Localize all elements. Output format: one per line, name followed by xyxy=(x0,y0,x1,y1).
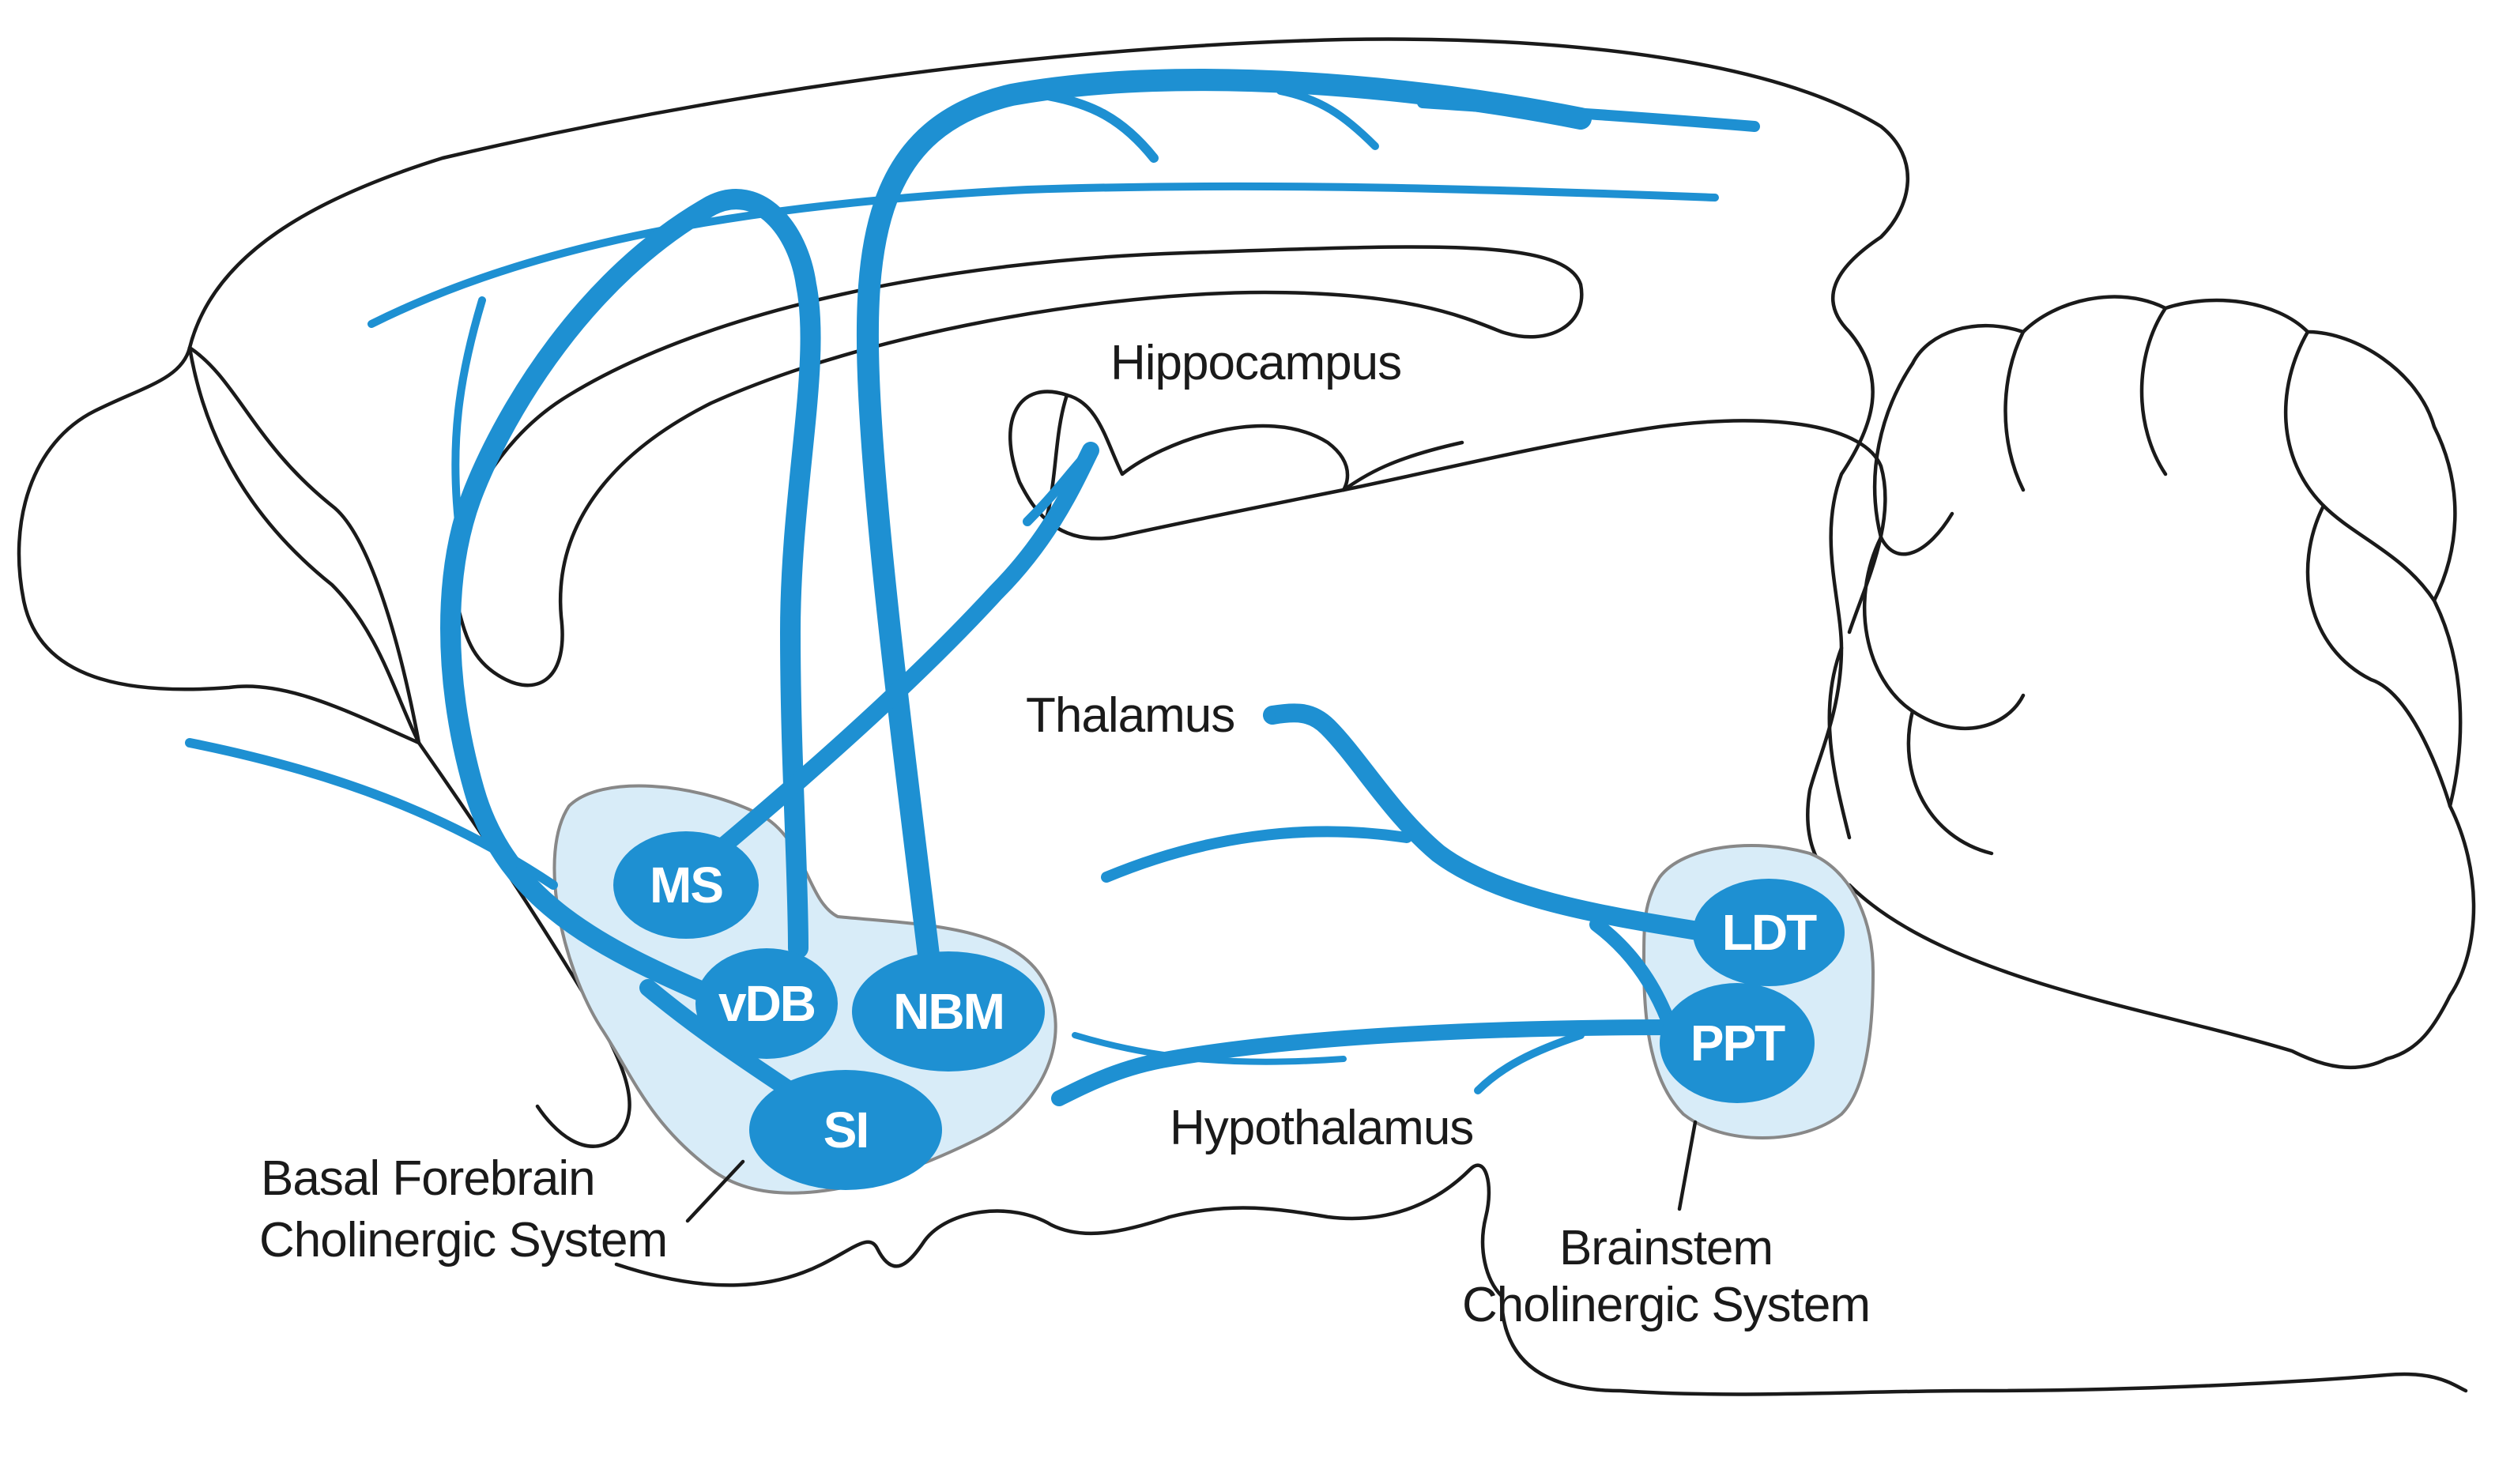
cerebellum-fold-1 xyxy=(1872,361,1954,556)
tract-nbm-frontal xyxy=(1417,97,1760,132)
brainstem-dorsal xyxy=(1827,646,1852,840)
nucleus-label-ldt: LDT xyxy=(1722,904,1817,961)
nucleus-label-nbm: NBM xyxy=(893,983,1004,1040)
olfactory-bulb xyxy=(187,345,421,745)
cholinergic-tracts xyxy=(185,69,1760,1106)
tract-nbm-branch-2 xyxy=(1276,87,1379,150)
tract-olfactory xyxy=(185,738,558,890)
nucleus-si xyxy=(749,1070,942,1190)
nuclei: MS vDB NBM SI LDT PPT xyxy=(613,831,1845,1190)
label-brainstem-line1: Brainstem xyxy=(1559,1221,1773,1275)
tract-ppt-thin xyxy=(1072,1032,1347,1065)
nucleus-vdb xyxy=(695,948,838,1059)
brainstem-ventral xyxy=(1499,1294,2468,1396)
cerebellum-fold-2 xyxy=(2003,330,2026,492)
label-basal-forebrain-line1: Basal Forebrain xyxy=(261,1151,595,1206)
cerebellum-fold-5 xyxy=(1862,535,2026,730)
nucleus-nbm xyxy=(852,951,1045,1072)
hippocampus-tail xyxy=(1341,440,1464,492)
nucleus-label-si: SI xyxy=(824,1102,868,1158)
label-brainstem-line2: Cholinergic System xyxy=(1462,1278,1870,1332)
nucleus-ms xyxy=(613,831,759,939)
tract-nbm-trunk xyxy=(856,69,1592,999)
tract-ppt-hypothalamus xyxy=(1474,1031,1585,1094)
tract-cortical-thin xyxy=(367,182,1719,328)
label-basal-forebrain-line2: Cholinergic System xyxy=(259,1213,667,1267)
region-labels: Hippocampus Thalamus Hypothalamus Basal … xyxy=(259,336,1871,1332)
cerebellum-fold-3 xyxy=(2139,306,2168,476)
basal-forebrain-leader xyxy=(685,1159,745,1223)
nucleus-label-vdb: vDB xyxy=(718,975,815,1032)
tract-left-ascending xyxy=(451,296,486,525)
tract-ldt-thalamus xyxy=(1263,703,1717,942)
tract-ldt-ppt xyxy=(1589,917,1675,1026)
nucleus-label-ppt: PPT xyxy=(1690,1015,1785,1072)
ventral-surface xyxy=(614,1163,1504,1298)
brain-outline xyxy=(17,37,2476,1396)
tract-nbm-branch-1 xyxy=(1038,90,1159,163)
corpus-callosum xyxy=(454,245,1584,687)
nucleus-label-ms: MS xyxy=(650,857,722,913)
cerebellum-fold-6 xyxy=(1906,709,1994,856)
label-hypothalamus: Hypothalamus xyxy=(1170,1101,1473,1155)
brain-main-outline xyxy=(17,37,1909,879)
tract-ms-hippocampus xyxy=(687,442,1099,878)
tract-ppt-forebrain xyxy=(1051,1019,1683,1106)
label-thalamus: Thalamus xyxy=(1026,688,1234,743)
brainstem-leader xyxy=(1677,1120,1698,1211)
cerebellum-fold-7 xyxy=(2305,503,2452,808)
cortex-inner-curve xyxy=(187,345,421,745)
nucleus-ldt xyxy=(1693,879,1845,986)
tract-ms-hippocampus-tip xyxy=(1023,446,1095,526)
tract-forebrain-cortex xyxy=(440,189,821,1006)
nucleus-ppt xyxy=(1660,983,1815,1103)
label-hippocampus: Hippocampus xyxy=(1110,336,1401,390)
leader-lines xyxy=(685,1120,1698,1223)
tract-ldt-midbrain xyxy=(1101,826,1412,883)
